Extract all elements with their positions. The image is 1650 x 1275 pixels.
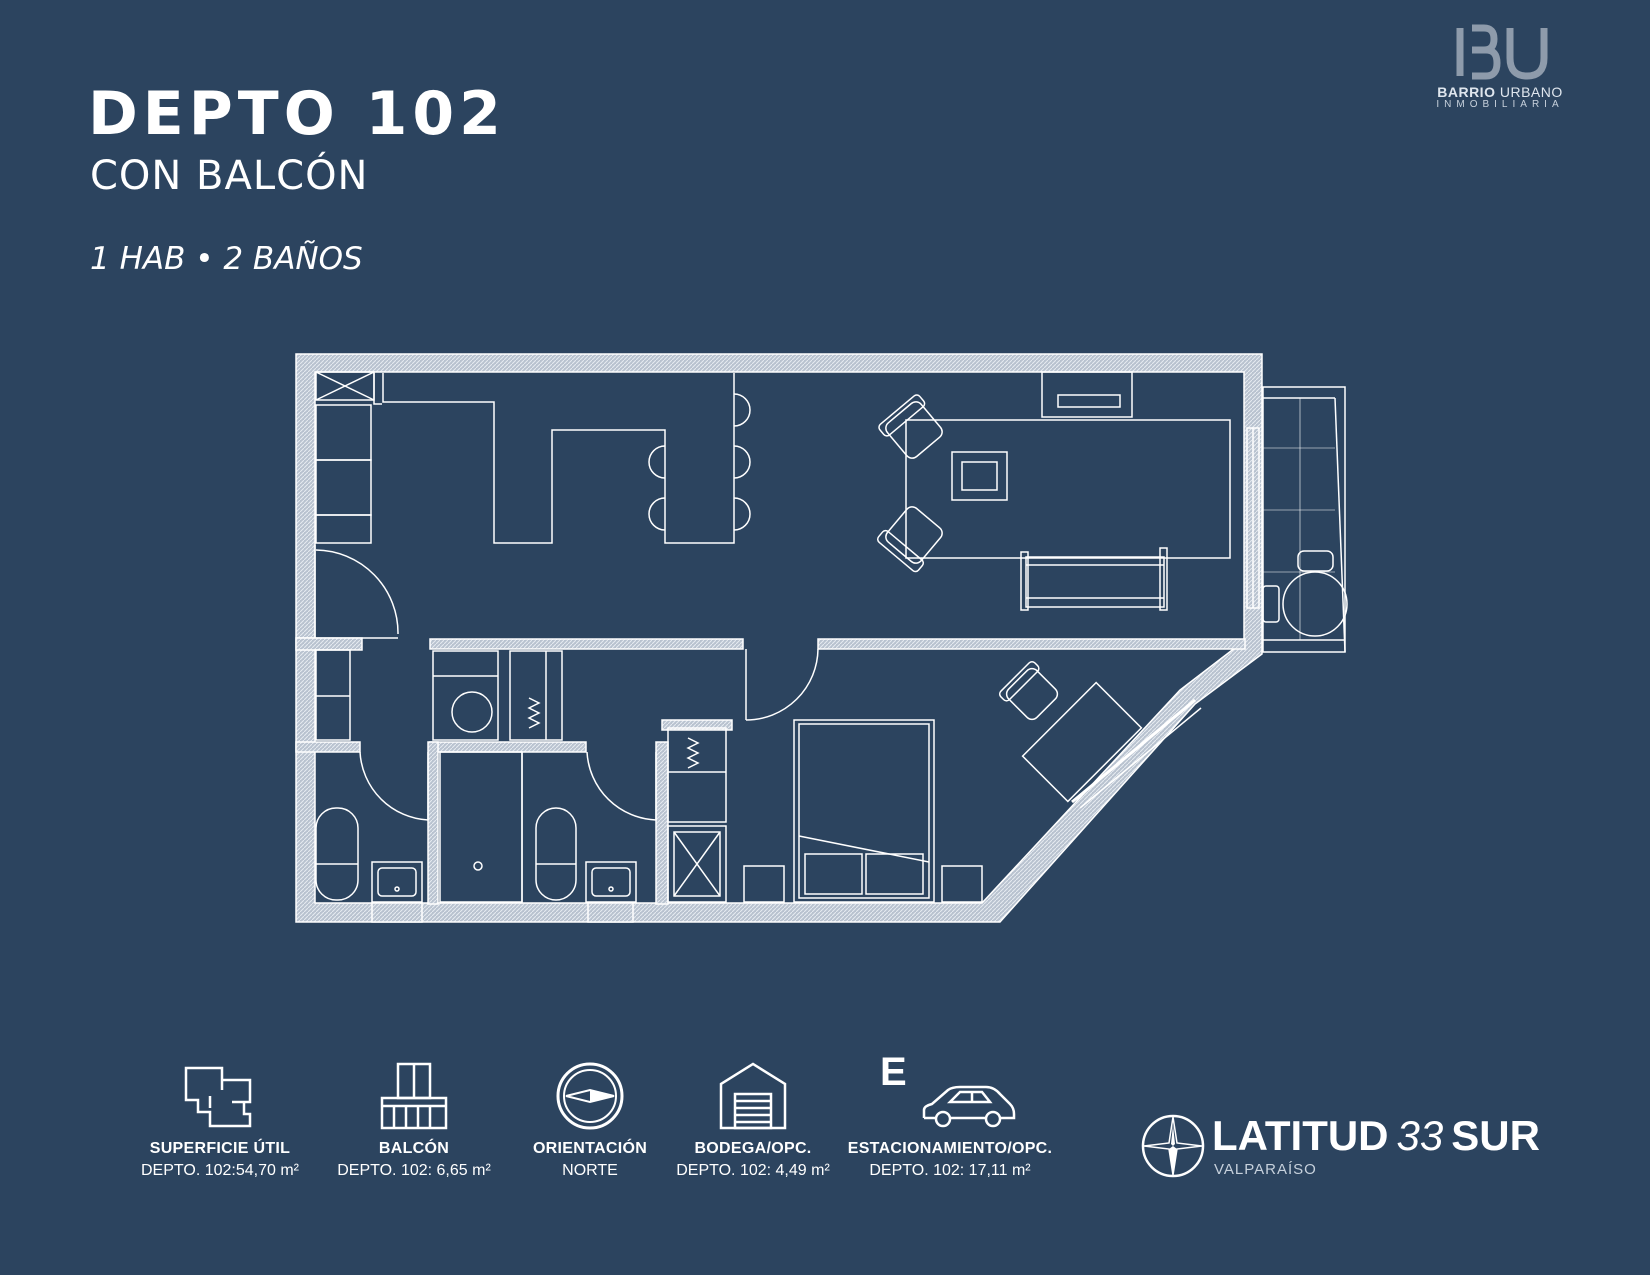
car-icon [922, 1085, 1016, 1128]
balcony-icon [380, 1062, 448, 1130]
compass-rose-icon [1141, 1114, 1205, 1178]
parking-badge: E [880, 1050, 907, 1094]
feature-parking: E ESTACIONAMIENTO/OPC. DEPTO. 102: 17,11… [847, 1050, 1053, 1179]
feature-surface: SUPERFICIE ÚTIL DEPTO. 102:54,70 m² [120, 1060, 320, 1180]
bedroom-door [745, 648, 819, 721]
balcony [1246, 386, 1348, 653]
brand-location: VALPARAÍSO [1214, 1161, 1317, 1178]
kitchen-island [382, 373, 735, 544]
garage-icon [719, 1062, 787, 1130]
floorplan-icon [184, 1066, 252, 1128]
floor-plan [295, 353, 1348, 923]
bedroom-furniture [743, 660, 1202, 903]
laundry-closet [315, 649, 563, 741]
kitchen-cabinets [315, 371, 382, 544]
page-title: DEPTO 102 [88, 79, 506, 149]
feature-balcony: BALCÓN DEPTO. 102: 6,65 m² [314, 1060, 514, 1180]
logo-line2: INMOBILIARIA [1436, 99, 1564, 110]
bathroom-fixtures [315, 751, 637, 903]
bathroom-door-1 [359, 751, 429, 821]
exterior-wall [295, 353, 1263, 923]
page-subtitle: CON BALCÓN [90, 153, 369, 199]
living-room-furniture [876, 371, 1231, 611]
company-logo: BARRIO URBANO INMOBILIARIA [1420, 24, 1580, 124]
logo-line1: BARRIO URBANO [1437, 84, 1563, 100]
compass-icon [556, 1062, 624, 1130]
bathroom-door-2 [586, 751, 657, 821]
feature-storage: BODEGA/OPC. DEPTO. 102: 4,49 m² [653, 1060, 853, 1180]
bu-logo-mark-icon [1456, 24, 1548, 80]
unit-specs: 1 HAB • 2 BAÑOS [90, 241, 363, 277]
bar-stools [648, 393, 751, 531]
wardrobe [667, 727, 727, 903]
feature-orientation: ORIENTACIÓN NORTE [490, 1060, 690, 1180]
